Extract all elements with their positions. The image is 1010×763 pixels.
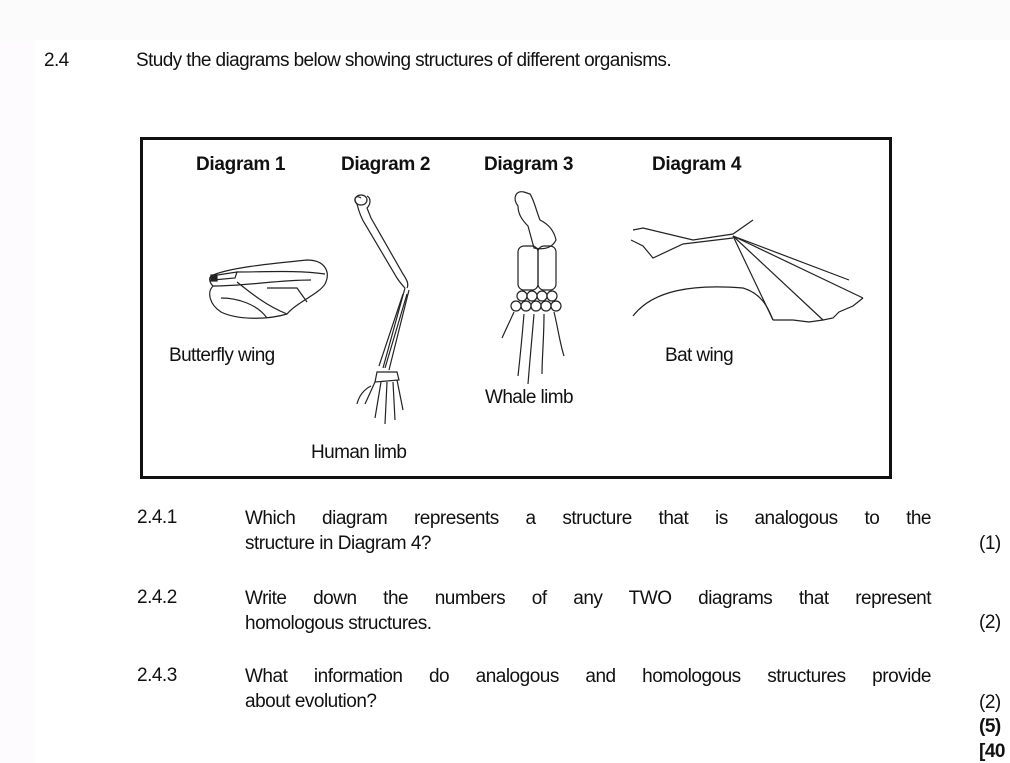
diagram-4-title: Diagram 4 <box>652 154 742 175</box>
butterfly-wing-icon <box>209 259 328 319</box>
subquestion-2-line-1: Write down the numbers of any TWO diagra… <box>245 588 932 609</box>
subtotal-marks: (5) <box>979 716 1001 737</box>
subquestion-3-marks: (2) <box>979 692 1001 713</box>
subquestion-2-number: 2.4.2 <box>137 587 177 608</box>
question-number: 2.4 <box>44 50 69 71</box>
diagram-2-caption: Human limb <box>311 442 407 463</box>
diagram-4-caption: Bat wing <box>665 345 734 366</box>
subquestion-1-number: 2.4.1 <box>137 507 177 528</box>
diagram-3-caption: Whale limb <box>485 387 574 408</box>
subquestion-1-line-1: Which diagram represents a structure tha… <box>245 508 932 529</box>
subquestion-1-line-2: structure in Diagram 4? <box>245 533 431 554</box>
subquestion-2-text: Write down the numbers of any TWO diagra… <box>245 586 932 636</box>
subquestion-3-line-1: What information do analogous and homolo… <box>245 666 932 687</box>
subquestion-1-marks: (1) <box>979 533 1001 554</box>
page-top-margin <box>0 0 1010 40</box>
diagram-2-title: Diagram 2 <box>341 154 431 175</box>
whale-flipper-skeleton-icon <box>501 191 565 385</box>
diagram-1-title: Diagram 1 <box>196 154 286 175</box>
subquestion-3-line-2: about evolution? <box>245 691 377 712</box>
subquestion-2-marks: (2) <box>979 612 1001 633</box>
diagrams-figure: Diagram 1 Diagram 2 Diagram 3 Diagram 4 … <box>140 137 892 479</box>
subquestion-1-text: Which diagram represents a structure tha… <box>245 506 932 556</box>
question-instruction: Study the diagrams below showing structu… <box>136 50 672 71</box>
diagram-3-title: Diagram 3 <box>484 154 574 175</box>
diagram-1-caption: Butterfly wing <box>169 345 275 366</box>
bat-wing-icon <box>630 219 864 323</box>
subquestion-3-number: 2.4.3 <box>137 665 177 686</box>
subquestion-2-line-2: homologous structures. <box>245 613 432 634</box>
section-total-marks: [40 <box>979 741 1005 762</box>
human-arm-skeleton-icon <box>354 194 410 425</box>
subquestion-3-text: What information do analogous and homolo… <box>245 664 932 714</box>
